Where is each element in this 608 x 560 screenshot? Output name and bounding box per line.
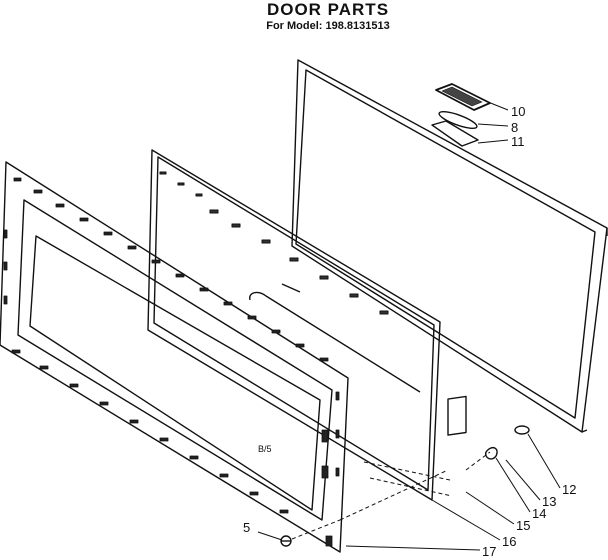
leader-lines	[257, 101, 561, 551]
callout-12: 12	[562, 482, 576, 497]
handle-assembly	[431, 83, 491, 147]
door-rod	[249, 283, 421, 393]
screw	[280, 535, 292, 547]
callout-13: 13	[542, 494, 556, 509]
diagram-title: DOOR PARTS	[266, 0, 390, 19]
callout-14: 14	[532, 506, 546, 521]
inner-mark: B/5	[258, 444, 272, 454]
callout-8: 8	[511, 120, 518, 135]
hinge-bracket	[447, 395, 530, 460]
inner-door-liner	[0, 161, 349, 553]
callout-10: 10	[511, 104, 525, 119]
callout-16: 16	[502, 534, 516, 549]
assembly-lines	[291, 451, 491, 540]
callout-17: 17	[482, 544, 496, 559]
outer-door-panel	[291, 59, 608, 433]
callout-15: 15	[516, 518, 530, 533]
diagram-subtitle: For Model: 198.8131513	[266, 20, 390, 32]
callout-5: 5	[243, 520, 250, 535]
callout-11: 11	[511, 134, 525, 149]
